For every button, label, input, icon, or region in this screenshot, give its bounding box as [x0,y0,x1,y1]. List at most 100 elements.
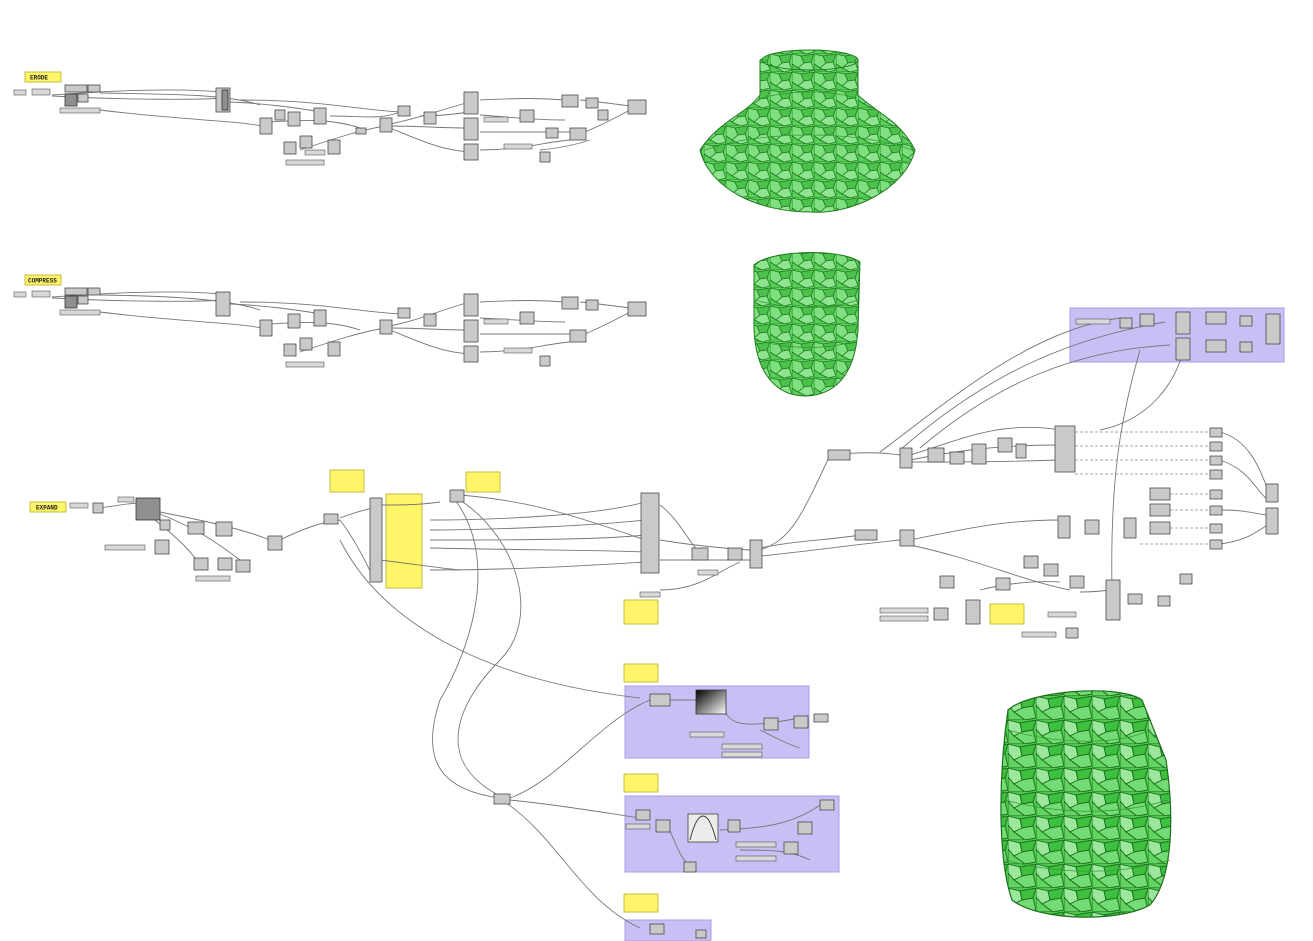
erode-node[interactable] [463,91,479,115]
group-bottom[interactable] [624,919,712,941]
erode-slider[interactable] [503,143,533,150]
expand-node[interactable] [727,547,743,561]
expand-node[interactable] [965,599,981,625]
erode-node[interactable] [463,143,479,161]
compress-node[interactable] [627,301,647,317]
expand-node[interactable] [1054,425,1076,473]
compress-node[interactable] [519,311,535,325]
expand-node[interactable] [1149,487,1171,501]
compress-slider[interactable] [285,361,325,368]
compress-input-slider[interactable] [31,290,51,298]
compress-node[interactable] [379,319,393,335]
expand-node[interactable] [649,693,671,707]
compress-node[interactable] [463,293,479,317]
expand-node[interactable] [1209,427,1223,438]
compress-input-param[interactable] [13,291,27,298]
expand-node[interactable] [933,607,949,621]
expand-node[interactable] [854,529,878,541]
expand-node[interactable] [1209,455,1223,466]
expand-node[interactable] [655,819,671,833]
expand-node[interactable] [1015,443,1027,459]
erode-node[interactable] [597,109,609,121]
expand-node[interactable] [1139,313,1155,327]
expand-slider[interactable] [1075,318,1111,325]
panel[interactable] [989,603,1025,625]
expand-node[interactable] [1043,563,1059,577]
expand-node[interactable] [1175,337,1191,361]
compress-slider[interactable] [503,347,533,354]
expand-node[interactable] [1209,523,1223,534]
expand-node[interactable] [215,521,233,537]
compress-node[interactable] [397,307,411,319]
expand-title-panel[interactable] [29,501,67,513]
expand-node[interactable] [1239,341,1253,353]
expand-node[interactable] [995,577,1011,591]
expand-slider[interactable] [879,615,929,622]
expand-slider[interactable] [721,743,763,750]
expand-node[interactable] [187,521,205,535]
expand-node[interactable] [1149,503,1171,517]
expand-node[interactable] [1209,469,1223,480]
expand-node[interactable] [649,923,665,935]
graph-mapper[interactable] [687,813,719,843]
compress-node[interactable] [539,355,551,367]
compress-node[interactable] [561,296,579,310]
expand-node[interactable] [763,717,779,731]
expand-node[interactable] [235,559,251,573]
panel[interactable] [623,599,659,625]
panel[interactable] [623,893,659,913]
erode-node[interactable] [397,105,411,117]
expand-slider[interactable] [639,591,661,598]
compress-slider[interactable] [483,318,509,325]
expand-node[interactable] [493,793,511,805]
expand-node[interactable] [1023,555,1039,569]
erode-slider[interactable] [285,159,325,166]
compress-node[interactable] [299,337,313,351]
compress-node[interactable] [327,341,341,357]
compress-node[interactable] [283,343,297,357]
erode-node[interactable] [287,111,301,127]
expand-node[interactable] [971,443,987,465]
expand-node[interactable] [323,513,339,525]
expand-node[interactable] [691,547,709,561]
expand-node[interactable] [783,841,799,855]
expand-node[interactable] [1123,517,1137,539]
expand-node[interactable] [1084,519,1100,535]
expand-node[interactable] [793,715,809,729]
expand-node[interactable] [1069,575,1085,589]
expand-node[interactable] [154,539,170,555]
expand-node[interactable] [827,449,851,461]
compress-node[interactable] [423,313,437,327]
compress-node[interactable] [87,287,101,296]
expand-node[interactable] [1265,313,1281,345]
expand-slider[interactable] [625,823,651,830]
expand-slider[interactable] [104,544,146,551]
expand-node[interactable] [369,497,383,583]
erode-node[interactable] [77,93,89,103]
compress-node[interactable] [64,287,88,296]
expand-node[interactable] [819,799,835,811]
expand-node[interactable] [1209,505,1223,516]
erode-node[interactable] [221,89,229,111]
compress-node[interactable] [313,309,327,327]
erode-input-slider[interactable] [31,88,51,96]
erode-node[interactable] [463,117,479,141]
erode-node[interactable] [423,111,437,125]
expand-node[interactable] [635,809,651,821]
expand-node[interactable] [217,557,233,571]
expand-node[interactable] [1265,507,1279,535]
expand-node[interactable] [640,492,660,574]
expand-node[interactable] [1157,595,1171,607]
erode-node[interactable] [519,109,535,123]
expand-node[interactable] [695,929,707,939]
expand-node[interactable] [1239,315,1253,327]
expand-node[interactable] [1179,573,1193,585]
compress-node[interactable] [463,319,479,343]
panel-list[interactable] [385,493,423,589]
expand-node[interactable] [1205,339,1227,353]
expand-node[interactable] [899,529,915,547]
compress-slider[interactable] [59,309,101,316]
expand-node[interactable] [1119,317,1133,329]
erode-title-panel[interactable] [24,71,62,83]
